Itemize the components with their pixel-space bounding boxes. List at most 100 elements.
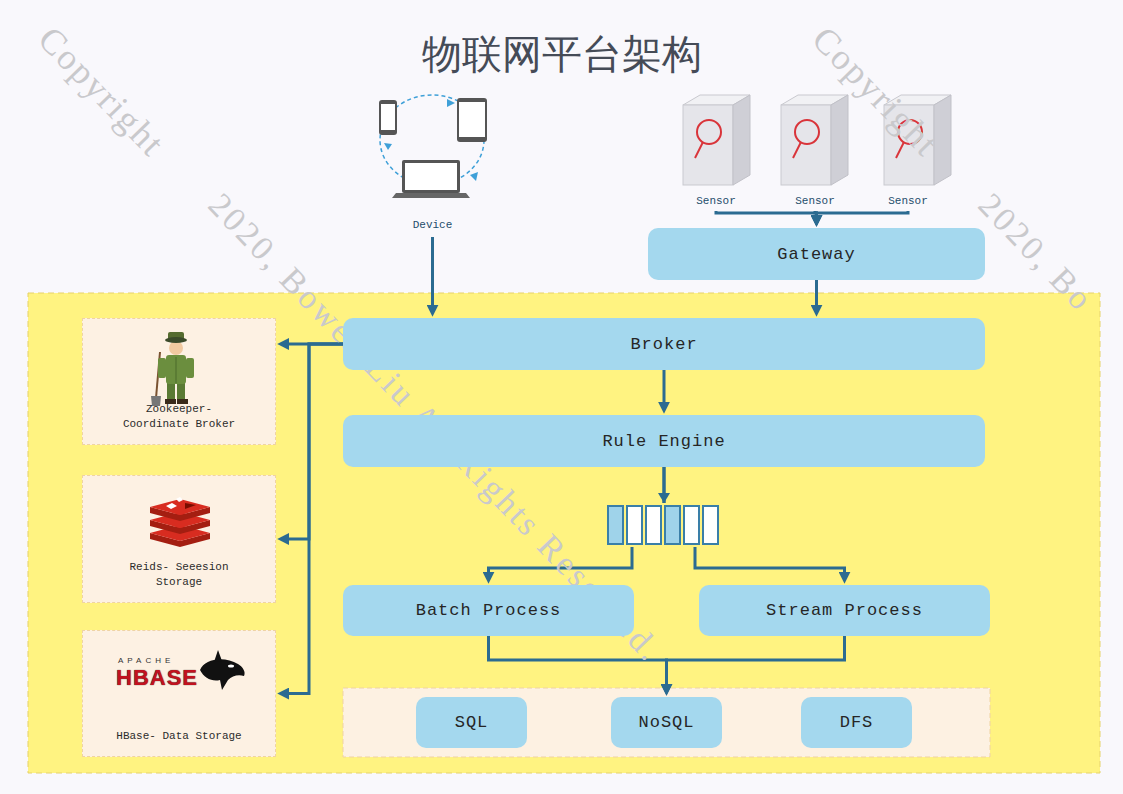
panel-fill <box>82 475 276 603</box>
connector-arrow <box>667 636 845 691</box>
device-icons-part <box>405 163 457 190</box>
zookeeper-icon-part <box>169 341 183 355</box>
node-text: Rule Engine <box>602 432 725 451</box>
icon-caption: Sensor <box>686 192 746 210</box>
logo-text: HBASE <box>116 665 198 691</box>
connector-arrow <box>282 344 343 694</box>
queue-icon-part <box>703 506 718 544</box>
redis-icon <box>150 497 210 547</box>
zookeeper-icon-part <box>186 358 194 378</box>
hbase-orca-icon-part <box>228 665 234 668</box>
node-text: Zookeeper- Coordinate Broker <box>114 402 244 432</box>
watermark: 2020, Bo <box>971 186 1102 319</box>
node-text: Sensor <box>696 195 736 207</box>
device-icons-part <box>381 104 395 130</box>
redis-icon-part <box>150 525 210 541</box>
process-box: DFS <box>801 697 912 748</box>
device-icons-part <box>470 172 478 181</box>
node-text: Reids- Seeesion Storage <box>114 560 244 590</box>
hbase-orca-icon <box>200 650 245 690</box>
sensor-icons-part <box>781 95 848 185</box>
connector-arrow <box>663 370 666 409</box>
connector-arrow <box>282 344 343 539</box>
queue-icon-part <box>608 506 623 544</box>
device-icons <box>379 95 487 198</box>
process-box: SQL <box>416 697 527 748</box>
redis-icon-part <box>166 503 177 509</box>
zookeeper-icon-part <box>177 383 185 401</box>
queue-icon-part <box>605 503 722 547</box>
zookeeper-icon <box>151 332 194 406</box>
node-text: Sensor <box>795 195 835 207</box>
node-text: SQL <box>455 713 489 732</box>
zookeeper-icon-part <box>176 357 177 383</box>
process-box: Stream Process <box>699 585 990 636</box>
service-panel: HBase- Data Storage <box>82 630 276 757</box>
queue-icon-part <box>684 506 699 544</box>
zookeeper-icon-part <box>165 337 187 343</box>
process-box: Rule Engine <box>343 415 985 467</box>
device-icons-part <box>457 98 487 142</box>
icon-caption: Device <box>395 216 470 234</box>
queue-icon-part <box>627 506 642 544</box>
zookeeper-icon-part <box>156 352 160 398</box>
watermark: Copyright <box>804 18 948 165</box>
storage-panel <box>343 688 990 757</box>
node-text: HBase- Data Storage <box>116 729 241 744</box>
queue-icon-part <box>646 506 661 544</box>
device-icons-part <box>402 160 460 193</box>
connector-arrow <box>716 211 817 222</box>
device-icons-part <box>380 95 484 185</box>
hbase-orca-icon-part <box>214 650 222 662</box>
diagram-title: 物联网平台架构 <box>0 30 1123 78</box>
queue-icon-part <box>665 506 680 544</box>
connector-arrow <box>817 211 909 222</box>
logo-text: APACHE <box>118 656 174 665</box>
zookeeper-icon-part <box>166 355 186 384</box>
process-box: Gateway <box>648 228 985 280</box>
connector-arrow <box>431 237 434 312</box>
connector-arrow <box>815 211 817 222</box>
panel-fill <box>82 318 276 445</box>
node-text: Gateway <box>777 245 855 264</box>
node-text: DFS <box>840 713 874 732</box>
hbase-orca-icon-part <box>200 659 245 690</box>
queue-icon <box>605 493 722 547</box>
process-box: NoSQL <box>611 697 722 748</box>
watermark: Copyright <box>30 18 174 165</box>
node-text: NoSQL <box>638 713 694 732</box>
queue-icon-part <box>658 493 670 503</box>
sensor-icons-part <box>683 95 750 185</box>
zookeeper-icon-part <box>168 332 184 340</box>
panel-fill <box>82 630 276 757</box>
redis-icon-part <box>150 499 210 515</box>
zookeeper-icon-part <box>167 383 175 401</box>
device-icons-part <box>447 99 455 107</box>
connector-arrow <box>815 280 818 312</box>
connector-arrow <box>664 467 845 579</box>
service-panel: Reids- Seeesion Storage <box>82 475 276 603</box>
node-text: Sensor <box>888 195 928 207</box>
zookeeper-icon-part <box>158 358 166 378</box>
node-text: Broker <box>630 335 697 354</box>
redis-icon-part <box>150 520 210 534</box>
device-icons-part <box>392 193 470 198</box>
redis-icon-part <box>150 533 210 547</box>
device-icons-part <box>459 102 485 137</box>
icon-caption: Sensor <box>878 192 938 210</box>
process-box: Broker <box>343 318 985 370</box>
node-text: Batch Process <box>416 601 562 620</box>
service-panel: Zookeeper- Coordinate Broker <box>82 318 276 445</box>
process-box: Batch Process <box>343 585 634 636</box>
redis-icon-part <box>176 497 183 502</box>
redis-icon-part <box>150 507 210 521</box>
device-icons-part <box>379 100 397 135</box>
node-text: Device <box>413 219 453 231</box>
redis-icon-part <box>150 512 210 528</box>
redis-icon-part <box>185 503 196 509</box>
device-icons-part <box>384 143 392 150</box>
node-text: Stream Process <box>766 601 923 620</box>
icon-caption: Sensor <box>785 192 845 210</box>
